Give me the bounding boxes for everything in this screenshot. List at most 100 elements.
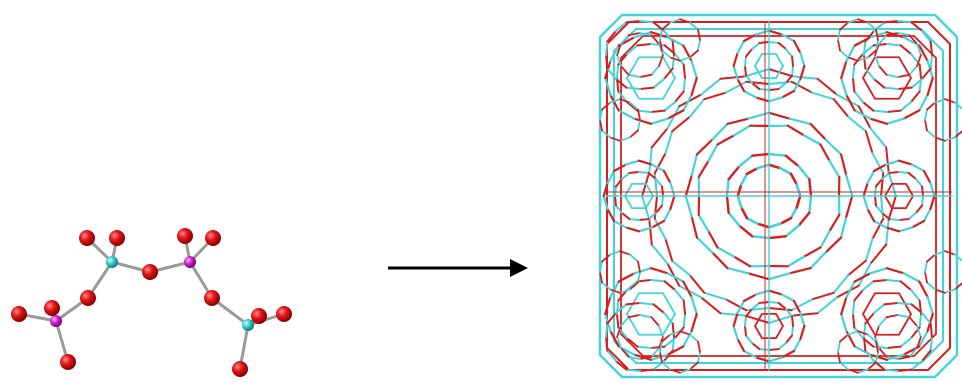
framework-strut xyxy=(606,169,616,185)
framework-strut xyxy=(875,28,879,41)
framework-strut xyxy=(614,21,628,32)
framework-strut xyxy=(871,152,885,175)
framework-strut xyxy=(883,302,899,306)
framework-strut xyxy=(758,41,770,44)
framework-strut xyxy=(637,108,641,121)
framework-strut xyxy=(606,207,616,223)
framework-strut xyxy=(690,215,699,239)
framework-strut xyxy=(924,260,928,273)
framework-strut xyxy=(869,117,889,125)
fragment-bonds xyxy=(18,235,285,370)
framework-strut xyxy=(864,67,875,81)
framework-strut xyxy=(626,56,676,100)
framework-strut xyxy=(872,219,888,229)
framework-strut xyxy=(872,78,886,89)
framework-strut xyxy=(669,181,676,198)
framework-strut xyxy=(784,224,800,238)
framework-strut xyxy=(744,308,754,318)
framework-strut xyxy=(624,226,641,233)
framework-strut xyxy=(732,255,752,268)
framework-strut xyxy=(839,215,848,239)
framework-strut xyxy=(636,279,652,283)
framework-strut xyxy=(629,253,639,263)
framework-strut xyxy=(867,49,877,59)
framework-strut xyxy=(674,90,685,104)
framework-strut xyxy=(625,86,641,90)
framework-strut xyxy=(789,172,799,186)
framework-strut xyxy=(738,224,754,238)
framework-strut xyxy=(799,64,806,81)
framework-strut xyxy=(864,349,875,363)
framework-strut xyxy=(609,98,621,104)
framework-strut xyxy=(929,336,933,352)
framework-strut xyxy=(864,130,874,155)
framework-strut xyxy=(620,347,630,358)
framework-strut xyxy=(866,169,876,185)
framework-strut xyxy=(744,65,747,77)
framework-strut xyxy=(625,368,641,372)
framework-strut xyxy=(786,255,806,268)
framework-strut xyxy=(861,101,875,112)
framework-strut xyxy=(780,89,796,99)
framework-strut xyxy=(652,303,666,314)
framework-strut xyxy=(816,77,838,96)
framework-strut xyxy=(883,20,899,24)
framework-strut xyxy=(679,330,691,336)
framework-strut xyxy=(625,20,641,24)
framework-strut xyxy=(758,88,770,91)
framework-strut xyxy=(638,218,650,221)
framework-strut xyxy=(688,98,706,118)
framework-strut xyxy=(650,316,660,327)
framework-strut xyxy=(626,292,676,336)
framework-strut xyxy=(845,329,856,348)
framework-strut xyxy=(791,55,794,67)
framework-strut xyxy=(767,289,784,296)
framework-strut xyxy=(768,348,780,351)
framework-strut xyxy=(921,195,924,207)
framework-strut xyxy=(852,313,856,329)
framework-strut xyxy=(682,44,693,63)
framework-strut xyxy=(872,345,888,349)
framework-strut xyxy=(791,312,819,317)
framework-strut xyxy=(636,43,652,47)
framework-strut xyxy=(899,337,913,348)
framework-strut xyxy=(767,163,782,170)
framework-strut xyxy=(797,211,811,227)
framework-strut xyxy=(679,56,691,62)
framework-strut xyxy=(828,159,841,179)
framework-strut xyxy=(816,296,838,315)
framework-strut xyxy=(678,93,703,108)
framework-strut xyxy=(664,130,674,155)
framework-strut xyxy=(797,165,811,181)
framework-strut xyxy=(835,284,860,299)
framework-strut xyxy=(768,314,794,324)
framework-strut xyxy=(624,159,641,166)
framework-strut xyxy=(914,204,924,214)
framework-strut xyxy=(669,18,681,24)
framework-strut xyxy=(633,31,653,39)
framework-strut xyxy=(883,86,899,90)
framework-strut xyxy=(649,267,669,275)
framework-strut xyxy=(669,194,676,211)
framework-strut xyxy=(609,280,620,299)
framework-strut xyxy=(609,93,620,112)
framework-strut xyxy=(650,163,666,173)
framework-strut xyxy=(758,348,770,351)
framework-strut xyxy=(840,60,848,80)
framework-strut xyxy=(808,194,813,214)
framework-strut xyxy=(897,226,914,233)
framework-strut xyxy=(819,143,831,163)
framework-strut xyxy=(736,183,743,198)
framework-strut xyxy=(897,86,913,90)
framework-strut xyxy=(636,109,652,113)
framework-strut xyxy=(754,52,784,80)
framework-strut xyxy=(944,98,956,104)
framework-strut xyxy=(659,340,663,353)
framework-strut xyxy=(736,194,743,209)
framework-strut xyxy=(661,185,664,197)
framework-strut xyxy=(671,336,675,352)
framework-strut xyxy=(810,91,835,101)
framework-strut xyxy=(725,80,748,94)
framework-strut xyxy=(605,336,609,352)
framework-strut xyxy=(653,152,667,175)
